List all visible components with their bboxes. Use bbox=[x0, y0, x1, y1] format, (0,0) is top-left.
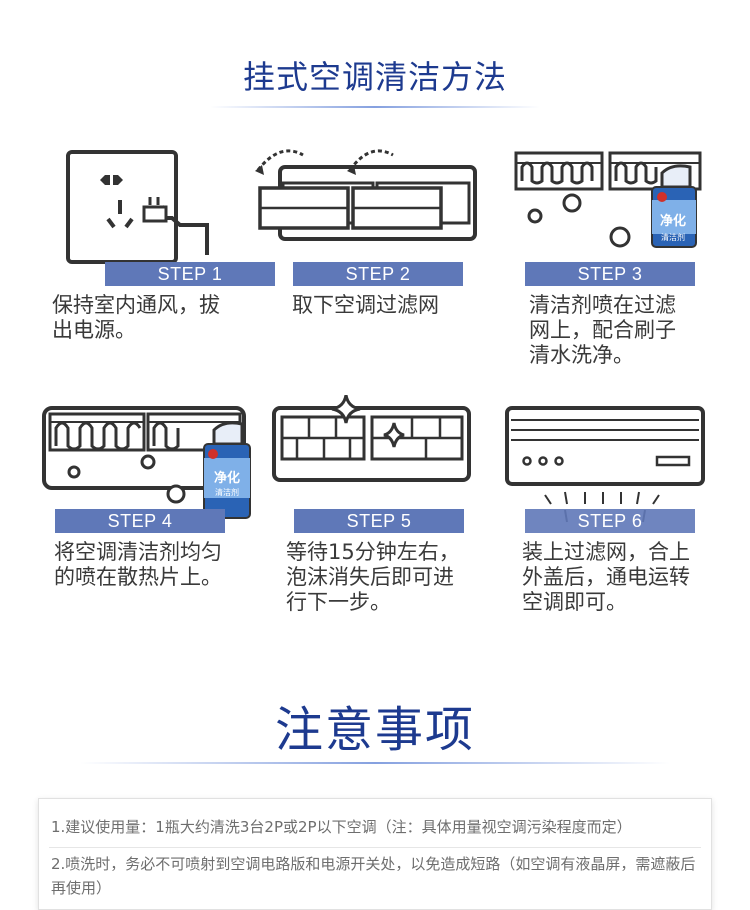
description-line: 将空调清洁剂均匀 bbox=[54, 540, 222, 564]
step-description: 将空调清洁剂均匀 的喷在散热片上。 bbox=[54, 540, 254, 590]
title-underline bbox=[80, 762, 670, 764]
description-line: 行下一步。 bbox=[286, 590, 391, 614]
step-4: 净化 清洁剂 STEP 4 将空调清洁剂均匀 的喷在散热片上。 bbox=[42, 400, 252, 630]
air-conditioner-running-icon bbox=[505, 406, 705, 523]
step-description: 保持室内通风，拔 出电源。 bbox=[52, 293, 252, 343]
description-line: 出电源。 bbox=[52, 318, 136, 342]
description-line: 的喷在散热片上。 bbox=[54, 565, 222, 589]
step-5: STEP 5 等待15分钟左右， 泡沫消失后即可进 行下一步。 bbox=[272, 395, 482, 625]
description-line: 网上，配合刷子 bbox=[529, 318, 676, 342]
description-line: 保持室内通风，拔 bbox=[52, 293, 220, 317]
can-label-text: 清洁剂 bbox=[215, 487, 239, 497]
description-line: 装上过滤网，合上 bbox=[522, 540, 690, 564]
description-line: 清水洗净。 bbox=[529, 343, 634, 367]
spray-filter-icon: 净化 清洁剂 bbox=[514, 151, 702, 248]
spray-fins-icon: 净化 清洁剂 bbox=[42, 406, 251, 519]
clean-filter-sparkle-icon bbox=[272, 395, 471, 482]
precaution-item: 2.喷洗时，务必不可喷射到空调电路版和电源开关处，以免造成短路（如空调有液晶屏，… bbox=[51, 855, 696, 897]
can-label-text: 清洁剂 bbox=[661, 232, 685, 242]
step-badge: STEP 1 bbox=[105, 262, 275, 286]
step-3: 净化 清洁剂 STEP 3 清洁剂喷在过滤 网上，配合刷子 清水洗净。 bbox=[512, 145, 722, 375]
step-badge: STEP 3 bbox=[525, 262, 695, 286]
description-line: 等待15分钟左右， bbox=[286, 540, 460, 564]
description-line: 外盖后，通电运转 bbox=[522, 565, 690, 589]
step-description: 清洁剂喷在过滤 网上，配合刷子 清水洗净。 bbox=[529, 293, 729, 368]
step-description: 取下空调过滤网 bbox=[292, 293, 492, 318]
step-badge: STEP 2 bbox=[293, 262, 463, 286]
section-title-cleaning-method: 挂式空调清洁方法 bbox=[242, 58, 507, 96]
description-line: 清洁剂喷在过滤 bbox=[529, 293, 676, 317]
section-title-precautions: 注意事项 bbox=[274, 702, 475, 758]
description-line: 泡沫消失后即可进 bbox=[286, 565, 454, 589]
title-underline bbox=[210, 106, 540, 108]
description-line: 取下空调过滤网 bbox=[292, 293, 439, 317]
step-badge: STEP 6 bbox=[525, 509, 695, 533]
step-1: STEP 1 保持室内通风，拔 出电源。 bbox=[52, 145, 275, 375]
remove-filter-icon bbox=[255, 149, 477, 241]
can-label-text: 净化 bbox=[660, 213, 686, 229]
step-description: 等待15分钟左右， 泡沫消失后即可进 行下一步。 bbox=[286, 540, 486, 615]
divider bbox=[49, 847, 701, 848]
can-label-text: 净化 bbox=[214, 470, 240, 486]
precaution-item: 1.建议使用量：1瓶大约清洗3台2P或2P以下空调（注：具体用量视空调污染程度而… bbox=[51, 818, 632, 836]
step-badge: STEP 5 bbox=[294, 509, 464, 533]
step-badge: STEP 4 bbox=[55, 509, 225, 533]
power-socket-plug-icon bbox=[66, 150, 209, 264]
step-2: STEP 2 取下空调过滤网 bbox=[255, 145, 477, 375]
step-6: STEP 6 装上过滤网，合上 外盖后，通电运转 空调即可。 bbox=[505, 400, 715, 630]
precautions-box: 1.建议使用量：1瓶大约清洗3台2P或2P以下空调（注：具体用量视空调污染程度而… bbox=[38, 798, 712, 910]
step-description: 装上过滤网，合上 外盖后，通电运转 空调即可。 bbox=[522, 540, 722, 615]
description-line: 空调即可。 bbox=[522, 590, 627, 614]
